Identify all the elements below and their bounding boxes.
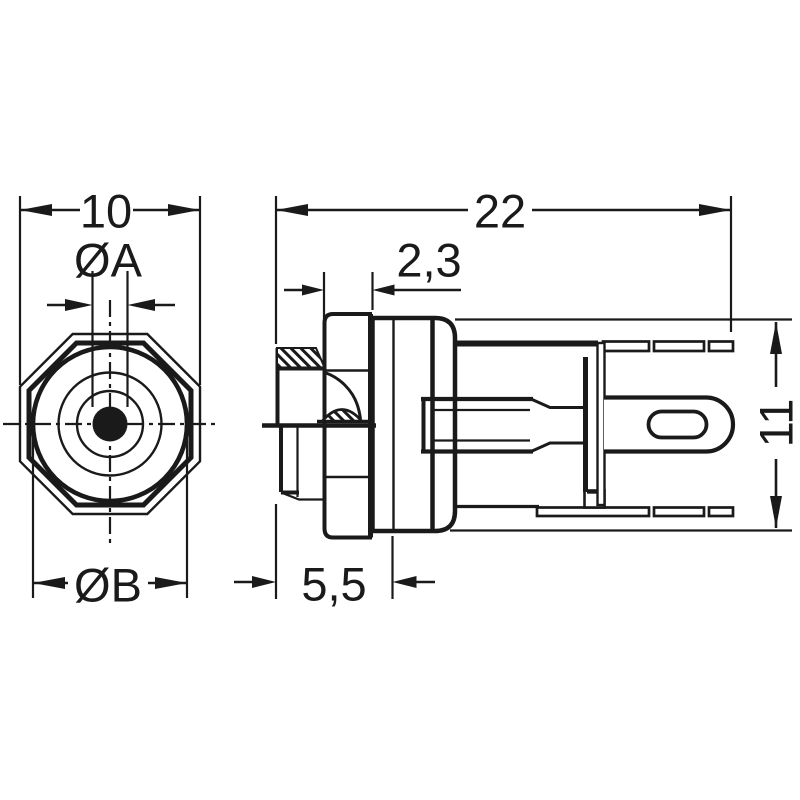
rear-bottom-bar-segment bbox=[707, 506, 735, 518]
dimension-2-3 bbox=[284, 272, 461, 327]
rear-bottom-bar-segment bbox=[652, 506, 706, 518]
plate-strip bbox=[596, 341, 606, 507]
label-overall-length: 22 bbox=[474, 185, 526, 238]
center-pin bbox=[421, 396, 585, 454]
dimension-5-5 bbox=[234, 504, 435, 599]
label-nut-thickness: 2,3 bbox=[396, 234, 461, 287]
label-thread-length: 5,5 bbox=[301, 558, 366, 611]
nut-thread-curve bbox=[325, 371, 362, 420]
thread-hatch-band bbox=[276, 347, 327, 370]
label-dia-b: ØB bbox=[74, 559, 142, 612]
label-height: 11 bbox=[750, 399, 800, 448]
label-width-across-flats: 10 bbox=[80, 185, 132, 238]
dimension-22 bbox=[274, 196, 733, 344]
dimensions bbox=[18, 196, 782, 599]
bushing-inner-circle bbox=[57, 371, 163, 477]
dimension-dia-b bbox=[31, 427, 189, 598]
rear-top-bar-segment bbox=[652, 340, 706, 353]
contact-plate bbox=[583, 341, 606, 509]
center-pin-hole bbox=[92, 406, 128, 442]
body-outline bbox=[370, 315, 458, 534]
dimension-11 bbox=[770, 322, 782, 528]
side-view bbox=[262, 312, 792, 540]
nut-octagon bbox=[26, 340, 194, 508]
label-dia-a: ØA bbox=[74, 234, 143, 287]
insulator-circle bbox=[75, 389, 145, 459]
front-view bbox=[3, 300, 218, 546]
lug-slot bbox=[646, 409, 709, 440]
pin-bottom-taper bbox=[530, 441, 585, 453]
pin-top-taper bbox=[530, 397, 585, 409]
outer-octagon bbox=[18, 332, 202, 516]
bushing-bottom-chamfer bbox=[280, 491, 325, 501]
dimension-labels: 10 ØA ØB 22 2,3 11 5,5 bbox=[74, 185, 800, 612]
rear-top-bar-segment bbox=[601, 340, 651, 353]
threaded-bushing bbox=[275, 347, 327, 501]
dimension-dia-a bbox=[47, 271, 175, 407]
rear-top-bar-segment bbox=[707, 340, 735, 353]
dimension-10 bbox=[18, 196, 202, 385]
bushing-outer-circle bbox=[30, 344, 190, 504]
